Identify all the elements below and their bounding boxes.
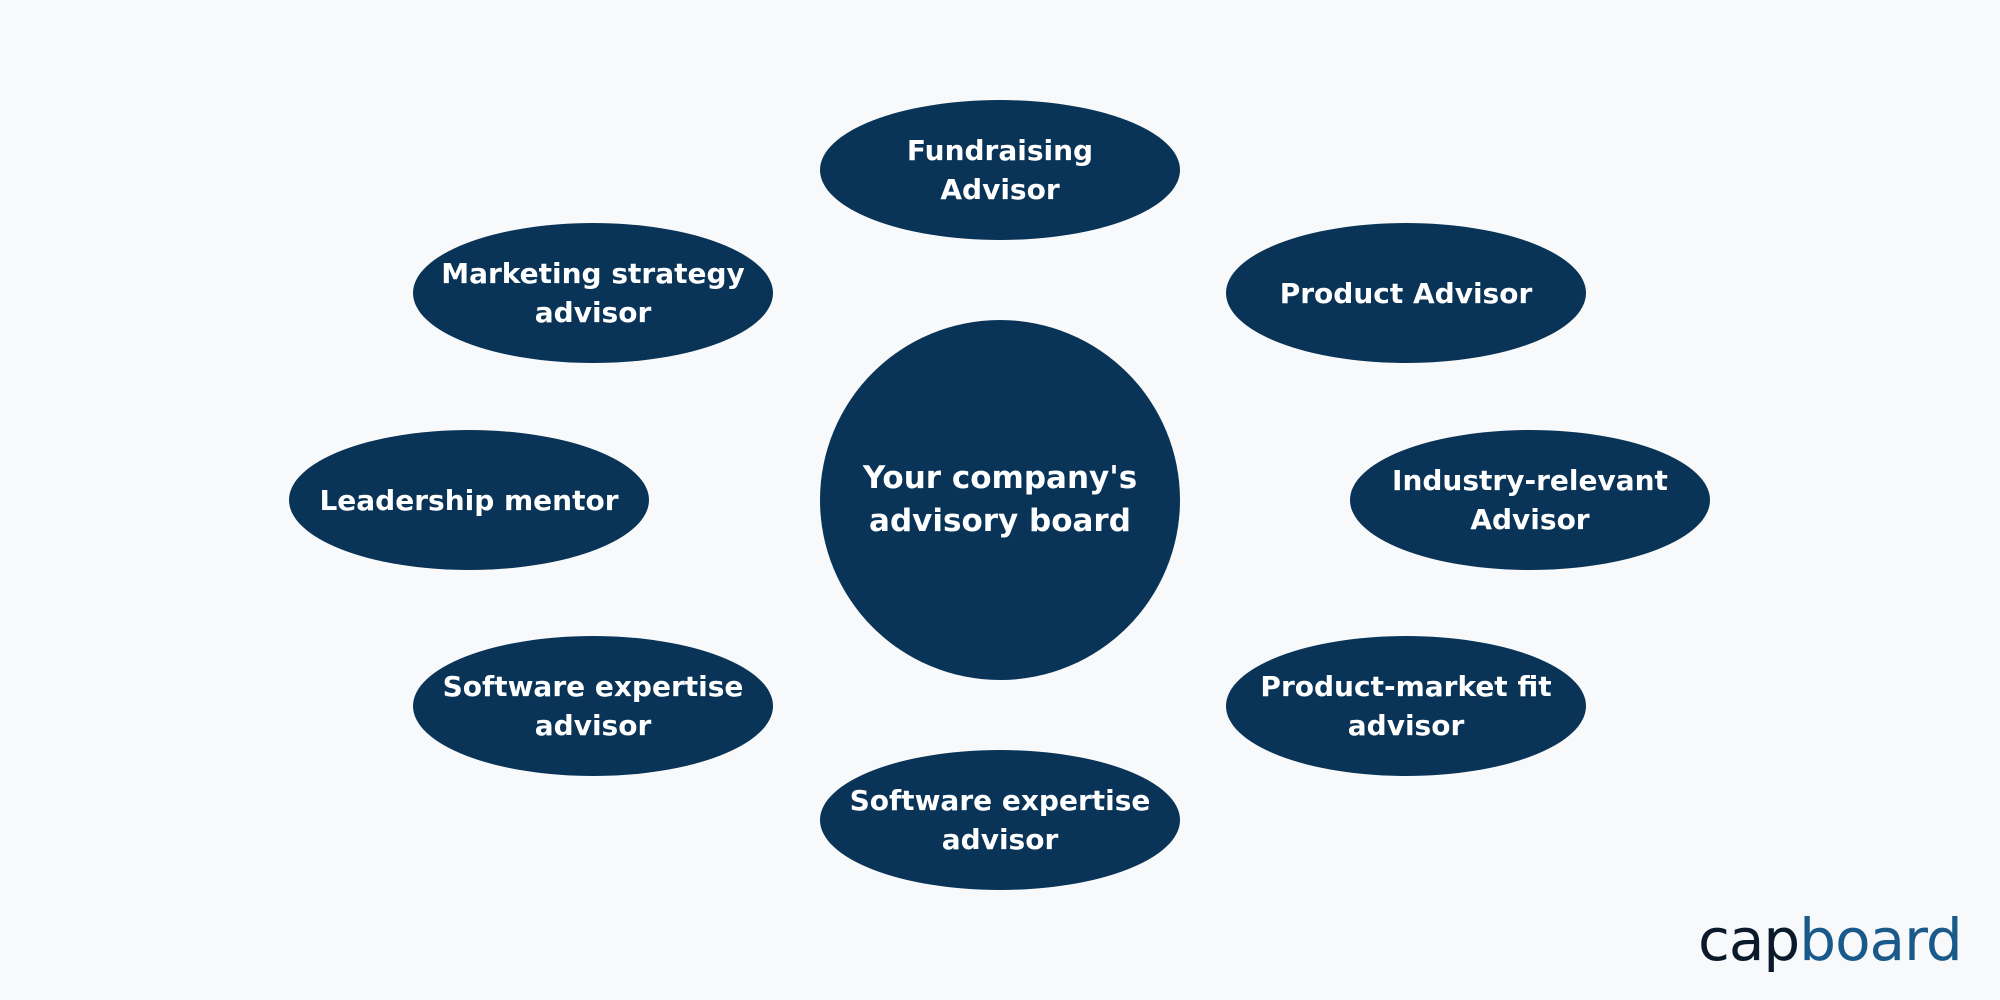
node-industry-line1: Industry-relevant: [1392, 464, 1668, 497]
node-software-expertise-advisor-left: Software expertise advisor: [413, 636, 773, 776]
node-industry-line2: Advisor: [1470, 503, 1590, 536]
node-software-expertise-advisor-bottom: Software expertise advisor: [820, 750, 1180, 890]
node-leadership-mentor: Leadership mentor: [289, 430, 649, 570]
node-software-left-line1: Software expertise: [442, 670, 744, 703]
node-fundraising-line1: Fundraising: [906, 134, 1094, 167]
center-line1: Your company's: [862, 460, 1138, 496]
node-fundraising-line2: Advisor: [940, 173, 1060, 206]
node-software-bottom-line2: advisor: [941, 823, 1059, 856]
node-marketing-line1: Marketing strategy: [441, 257, 745, 290]
node-product-market-line1: Product-market fit: [1260, 670, 1552, 703]
node-product-market-line2: advisor: [1347, 709, 1465, 742]
center-line2: advisory board: [869, 503, 1131, 539]
node-marketing-strategy-advisor: Marketing strategy advisor: [413, 223, 773, 363]
node-software-bottom-line1: Software expertise: [849, 784, 1151, 817]
node-product-line1: Product Advisor: [1279, 276, 1533, 310]
node-industry-relevant-advisor: Industry-relevant Advisor: [1350, 430, 1710, 570]
node-product-market-fit-advisor: Product-market fit advisor: [1226, 636, 1586, 776]
node-product-advisor: Product Advisor: [1226, 223, 1586, 363]
node-marketing-line2: advisor: [534, 296, 652, 329]
node-fundraising-advisor: Fundraising Advisor: [820, 100, 1180, 240]
logo-part-cap: cap: [1698, 906, 1800, 974]
node-center-advisory-board: Your company's advisory board: [820, 320, 1180, 680]
logo-part-board: board: [1799, 906, 1962, 974]
capboard-logo: capboard: [1698, 905, 1963, 975]
node-leadership-line1: Leadership mentor: [319, 483, 619, 517]
node-software-left-line2: advisor: [534, 709, 652, 742]
